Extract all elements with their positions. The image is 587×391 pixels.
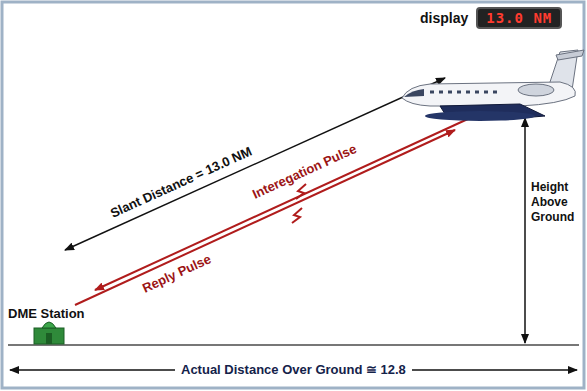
pulse-symbol xyxy=(292,208,302,223)
display-readout: 13.0 NM xyxy=(476,7,562,29)
height-label: Height Above Ground xyxy=(531,180,583,225)
station-label: DME Station xyxy=(8,306,85,322)
interrogation-line xyxy=(95,118,470,290)
ground-line xyxy=(8,344,579,346)
dme-station xyxy=(34,322,64,344)
slant-distance-label: Slant Distance = 13.0 NM xyxy=(108,144,254,222)
ground-distance-label: Actual Distance Over Ground ≅ 12.8 xyxy=(175,362,412,378)
slant-distance-line xyxy=(65,78,445,250)
height-arrow xyxy=(524,118,526,343)
display-title: display xyxy=(420,10,468,26)
pulse-symbol xyxy=(296,184,306,199)
reply-line xyxy=(75,130,455,305)
frame xyxy=(2,2,584,388)
display-panel: display 13.0 NM xyxy=(420,7,562,29)
aircraft xyxy=(402,50,584,121)
